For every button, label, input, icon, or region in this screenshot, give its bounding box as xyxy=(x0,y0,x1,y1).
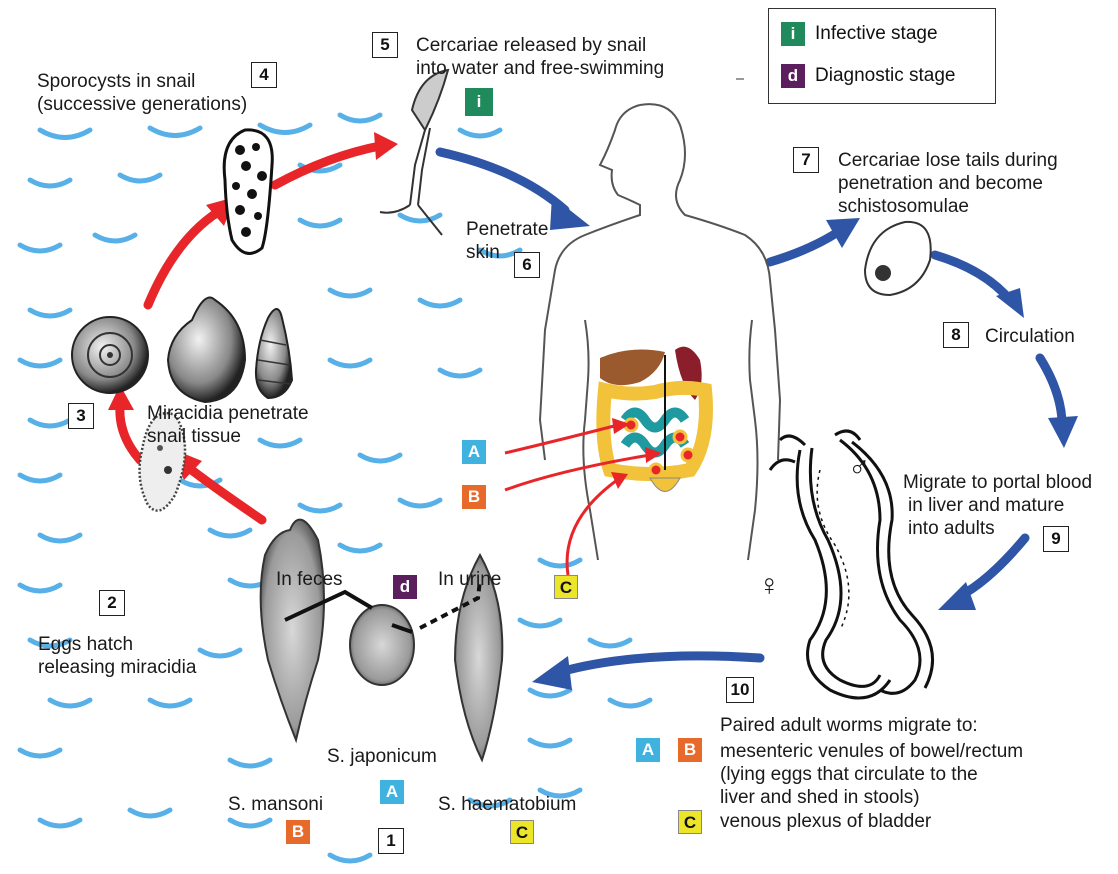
egg-japonicum xyxy=(350,605,414,685)
step10-line5: venous plexus of bladder xyxy=(720,810,931,833)
diagnostic-stage-marker: d xyxy=(393,575,417,599)
step4-line2: (successive generations) xyxy=(37,93,247,116)
step9-line1: Migrate to portal blood xyxy=(903,471,1092,494)
step10-number: 10 xyxy=(726,677,754,703)
schistosomulum xyxy=(865,222,931,295)
male-symbol: ♂ xyxy=(848,452,871,484)
mansoni-species-badge: B xyxy=(286,820,310,844)
step10-line1: Paired adult worms migrate to: xyxy=(720,714,978,737)
step10-line2: mesenteric venules of bowel/rectum xyxy=(720,740,1023,763)
step2-line2: releasing miracidia xyxy=(38,656,196,679)
step8-number: 8 xyxy=(943,322,969,348)
species-a-badge: A xyxy=(636,738,660,762)
snail-conical xyxy=(256,309,292,398)
organ-species-a-badge: A xyxy=(462,440,486,464)
snail-globular xyxy=(168,298,245,403)
step9-line2: in liver and mature xyxy=(908,494,1064,517)
step10-line3: (lying eggs that circulate to the xyxy=(720,763,978,786)
step3-line1: Miracidia penetrate xyxy=(147,402,309,425)
human-body xyxy=(540,104,780,560)
s-japonicum-label: S. japonicum xyxy=(327,745,437,768)
species-site-arrows xyxy=(505,425,650,575)
step7-line3: schistosomulae xyxy=(838,195,969,218)
sporocyst xyxy=(224,130,272,254)
step3-line2: snail tissue xyxy=(147,425,241,448)
step2-line1: Eggs hatch xyxy=(38,633,133,656)
internal-organs xyxy=(600,347,706,492)
diagnostic-stage-badge: d xyxy=(781,64,805,88)
step3-number: 3 xyxy=(68,403,94,429)
step4-number: 4 xyxy=(251,62,277,88)
infective-stage-badge: i xyxy=(781,22,805,46)
step8-label: Circulation xyxy=(985,325,1075,348)
s-mansoni-label: S. mansoni xyxy=(228,793,323,816)
legend-infective: i Infective stage xyxy=(781,22,938,46)
female-symbol: ♀ xyxy=(758,570,781,602)
step6-line2: skin xyxy=(466,241,500,264)
step7-line1: Cercariae lose tails during xyxy=(838,149,1058,172)
legend-diagnostic-label: Diagnostic stage xyxy=(815,65,955,86)
organ-species-b-badge: B xyxy=(462,485,486,509)
legend: i Infective stage d Diagnostic stage xyxy=(768,8,996,104)
step6-number: 6 xyxy=(514,252,540,278)
in-urine-label: In urine xyxy=(438,568,501,591)
species-c-badge: C xyxy=(678,810,702,834)
step5-line1: Cercariae released by snail xyxy=(416,34,646,57)
step2-number: 2 xyxy=(99,590,125,616)
step7-number: 7 xyxy=(793,147,819,173)
legend-diagnostic: d Diagnostic stage xyxy=(781,64,955,88)
step4-line1: Sporocysts in snail xyxy=(37,70,195,93)
species-b-badge: B xyxy=(678,738,702,762)
s-haematobium-label: S. haematobium xyxy=(438,793,576,816)
haematobium-species-badge: C xyxy=(510,820,534,844)
infective-stage-marker: i xyxy=(465,88,493,116)
step7-line2: penetration and become xyxy=(838,172,1043,195)
step5-line2: into water and free-swimming xyxy=(416,57,664,80)
organ-species-c-badge: C xyxy=(554,575,578,599)
step9-line3: into adults xyxy=(908,517,995,540)
step10-line4: liver and shed in stools) xyxy=(720,786,920,809)
step9-number: 9 xyxy=(1043,526,1069,552)
legend-infective-label: Infective stage xyxy=(815,23,938,44)
step5-number: 5 xyxy=(372,32,398,58)
egg-mansoni xyxy=(261,520,324,740)
japonicum-species-badge: A xyxy=(380,780,404,804)
step1-number: 1 xyxy=(378,828,404,854)
snail-planorbid xyxy=(72,317,148,393)
step6-line1: Penetrate xyxy=(466,218,548,241)
in-feces-label: In feces xyxy=(276,568,343,591)
